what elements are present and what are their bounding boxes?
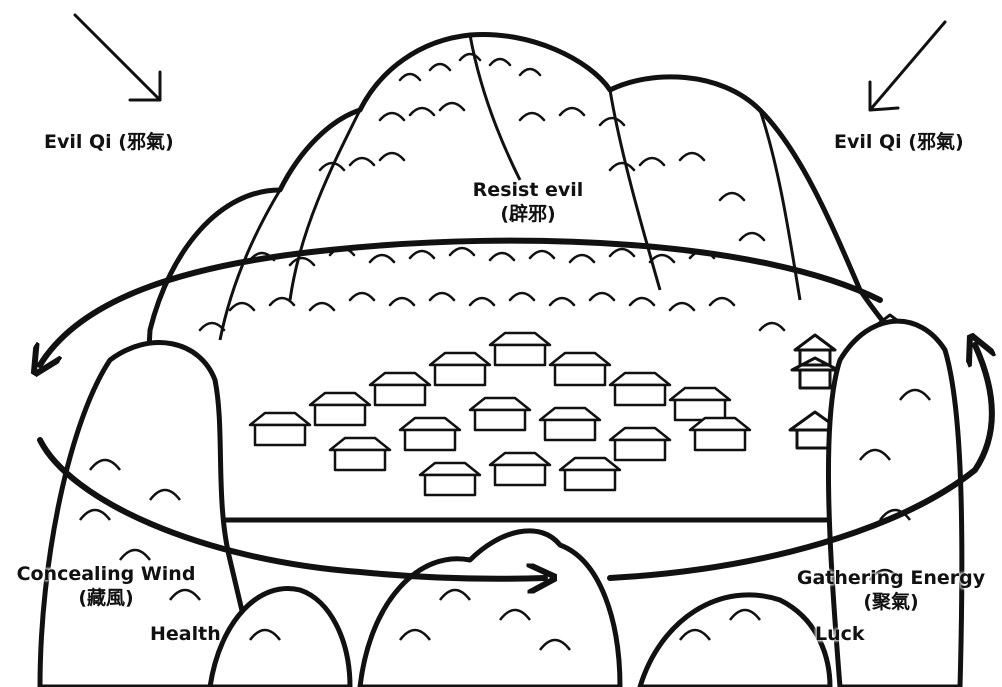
label-gathering-energy-en: Gathering Energy [786, 566, 996, 590]
label-evil-qi-left: Evil Qi (邪氣) [44, 130, 174, 154]
main-mountain [140, 34, 910, 520]
label-resist-evil: Resist evil (辟邪) [458, 178, 598, 226]
evil-qi-left-arrow [75, 15, 160, 100]
label-concealing-wind-cn: (藏風) [6, 586, 206, 610]
label-gathering-energy-cn: (聚氣) [786, 590, 996, 614]
label-gathering-energy: Gathering Energy (聚氣) [786, 566, 996, 614]
label-resist-evil-cn: (辟邪) [458, 202, 598, 226]
label-concealing-wind: Concealing Wind (藏風) [6, 562, 206, 610]
label-evil-qi-right: Evil Qi (邪氣) [834, 130, 964, 154]
label-luck: Luck [815, 622, 865, 646]
label-resist-evil-en: Resist evil [458, 178, 598, 202]
evil-qi-right-arrow [870, 22, 945, 110]
label-health: Health [150, 622, 221, 646]
label-concealing-wind-en: Concealing Wind [6, 562, 206, 586]
